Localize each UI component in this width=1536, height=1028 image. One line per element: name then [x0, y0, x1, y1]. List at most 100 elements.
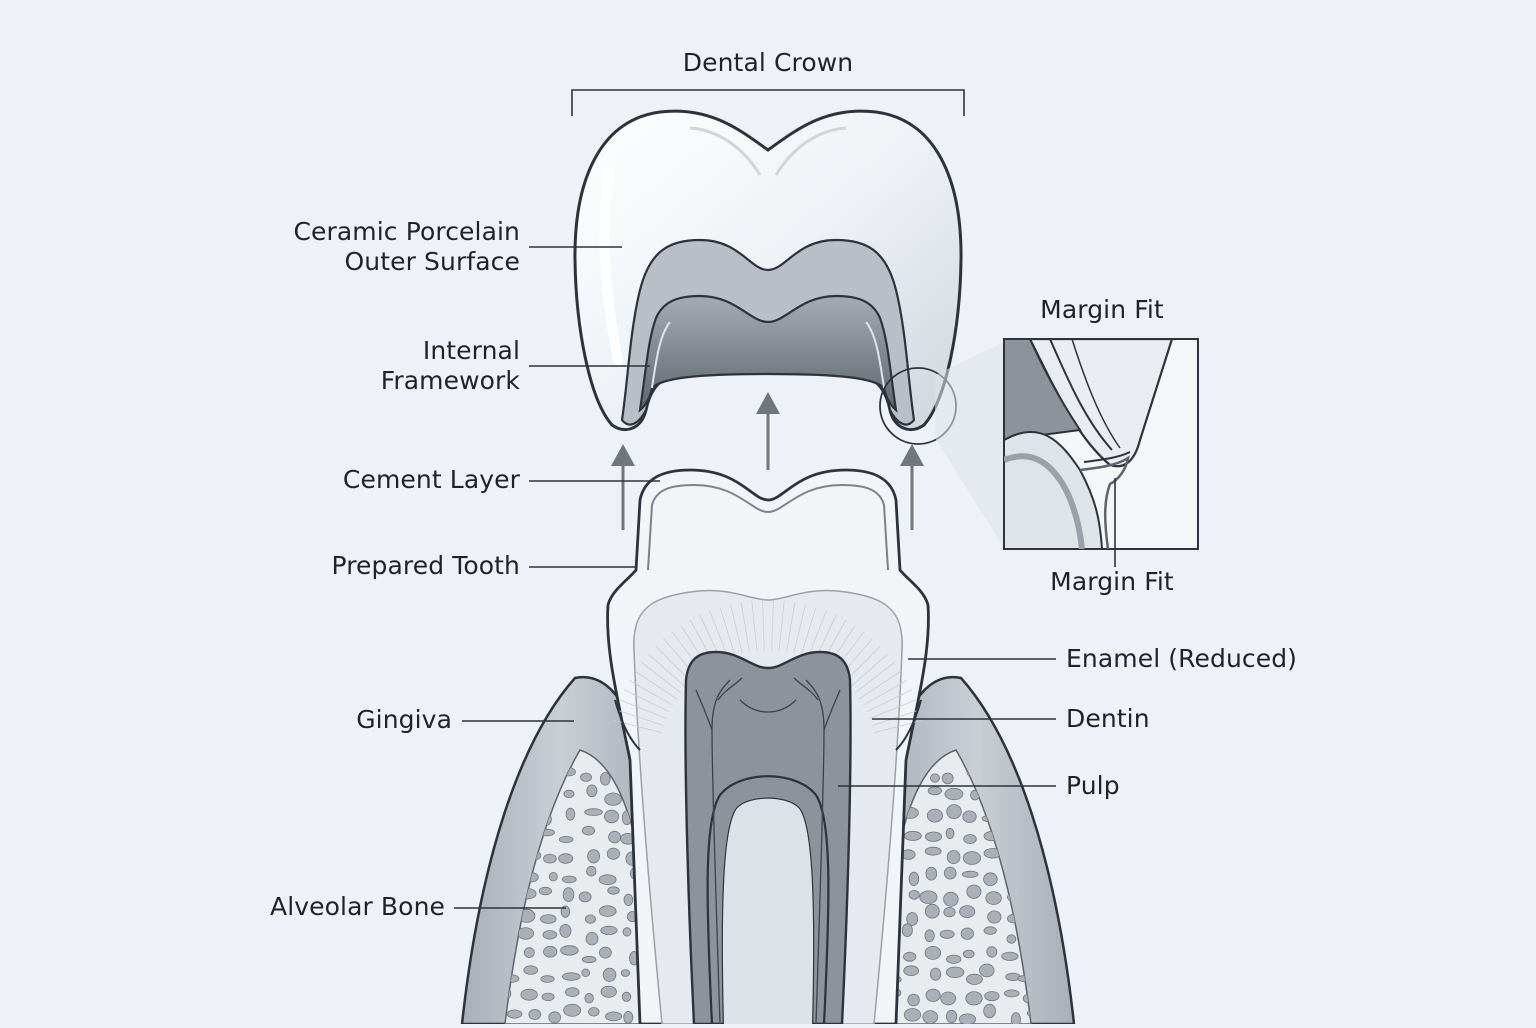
bone-pore: [946, 850, 961, 865]
label-ceramic-line1: Ceramic Porcelain: [293, 217, 520, 246]
dentin-tubule: [730, 604, 743, 654]
bone-pore: [983, 926, 997, 935]
bone-pore: [959, 905, 976, 918]
bone-pore: [1027, 791, 1031, 803]
bone-pore: [548, 872, 558, 882]
bone-pore: [541, 992, 555, 1002]
bone-pore: [943, 866, 957, 880]
bone-pore: [929, 967, 942, 981]
bone-pore: [925, 866, 938, 881]
bone-pore: [565, 807, 576, 821]
bone-pore: [608, 830, 621, 844]
bone-pore: [986, 946, 998, 958]
label-pulp: Pulp: [1066, 771, 1120, 800]
dentin-tubule: [612, 719, 662, 733]
bone-pore: [943, 891, 959, 907]
bone-pore: [983, 1003, 996, 1019]
bone-pore: [623, 1011, 634, 1024]
bone-pore: [528, 1009, 542, 1020]
dentin-tubule: [641, 661, 682, 694]
bone-pore: [598, 874, 617, 885]
prepared-tooth: [606, 468, 930, 1026]
bone-pore: [924, 946, 942, 960]
dentin-tubule: [850, 653, 889, 688]
dentin-tubule: [869, 699, 917, 719]
bone-pore: [962, 949, 975, 959]
bone-pore: [945, 1009, 958, 1024]
bone-pore: [561, 875, 577, 884]
bone-pore: [606, 847, 621, 860]
bone-pore: [983, 872, 998, 886]
bone-pore: [919, 890, 938, 904]
dentin-tubule: [863, 679, 907, 706]
label-gingiva: Gingiva: [356, 705, 452, 734]
bone-pore: [1010, 1012, 1022, 1024]
bone-pore: [965, 991, 983, 1006]
dentin-tubule: [771, 600, 774, 651]
bone-pore: [586, 784, 598, 798]
bone-pore: [540, 975, 555, 983]
bone-pore: [578, 891, 592, 903]
bone-pore: [946, 954, 962, 964]
bone-pore: [580, 772, 592, 782]
dentin-tubule: [619, 699, 667, 719]
bone-pore: [946, 804, 962, 819]
bone-pore: [966, 884, 982, 899]
dentin-tubule: [624, 689, 670, 713]
bone-pore: [903, 1008, 922, 1022]
placement-arrows: [611, 392, 924, 530]
bone-pore: [1003, 989, 1020, 998]
bone-pore: [562, 972, 581, 981]
dentin-tubule: [854, 661, 895, 694]
bone-pore: [607, 886, 620, 895]
bone-pore: [622, 927, 632, 937]
dentin-tubule: [655, 645, 692, 682]
bone-pore: [927, 786, 942, 796]
bone-pore: [903, 830, 922, 841]
bone-pore: [587, 849, 600, 864]
bone-pore: [584, 914, 596, 924]
bone-pore: [560, 945, 579, 956]
bone-pore: [623, 893, 634, 906]
bone-pore: [548, 1011, 561, 1024]
dentin-tubule: [634, 670, 677, 700]
bone-pore: [907, 993, 920, 1007]
bone-pore: [925, 831, 943, 842]
dentin-tubule: [874, 719, 924, 733]
bone-pore: [600, 925, 618, 936]
bone-pore: [924, 846, 942, 856]
bone-pore: [621, 991, 632, 1002]
bone-pore: [588, 1007, 600, 1017]
bone-pore: [1027, 768, 1031, 782]
bone-pore: [604, 809, 620, 824]
bone-pore: [908, 889, 920, 900]
bone-pore: [584, 993, 594, 1004]
bone-pore: [599, 946, 612, 959]
bone-pore: [939, 929, 955, 939]
bone-pore: [960, 927, 974, 940]
dentin-tubule: [800, 607, 817, 656]
label-enamel: Enamel (Reduced): [1066, 644, 1298, 673]
bone-pore: [558, 853, 574, 864]
bone-pore: [562, 887, 575, 902]
dentin-tubule: [740, 602, 750, 652]
bone-pore: [922, 1010, 939, 1024]
bone-pore: [523, 947, 535, 958]
bone-pore: [1006, 934, 1017, 944]
bone-pore: [966, 973, 983, 985]
bone-pore: [523, 965, 538, 975]
bone-pore: [565, 987, 580, 997]
bone-pore: [543, 853, 557, 864]
bone-pore: [581, 968, 591, 977]
label-margin-fit-top: Margin Fit: [1040, 295, 1164, 324]
dentin-tubule: [709, 610, 729, 658]
bone-pore: [908, 871, 920, 887]
label-internal-line2: Framework: [380, 366, 520, 395]
bone-pore: [930, 773, 941, 783]
dentin-tubule: [793, 604, 806, 654]
bone-pore: [605, 1011, 623, 1022]
label-alveolar-bone: Alveolar Bone: [270, 892, 445, 921]
bone-pore: [563, 789, 575, 799]
